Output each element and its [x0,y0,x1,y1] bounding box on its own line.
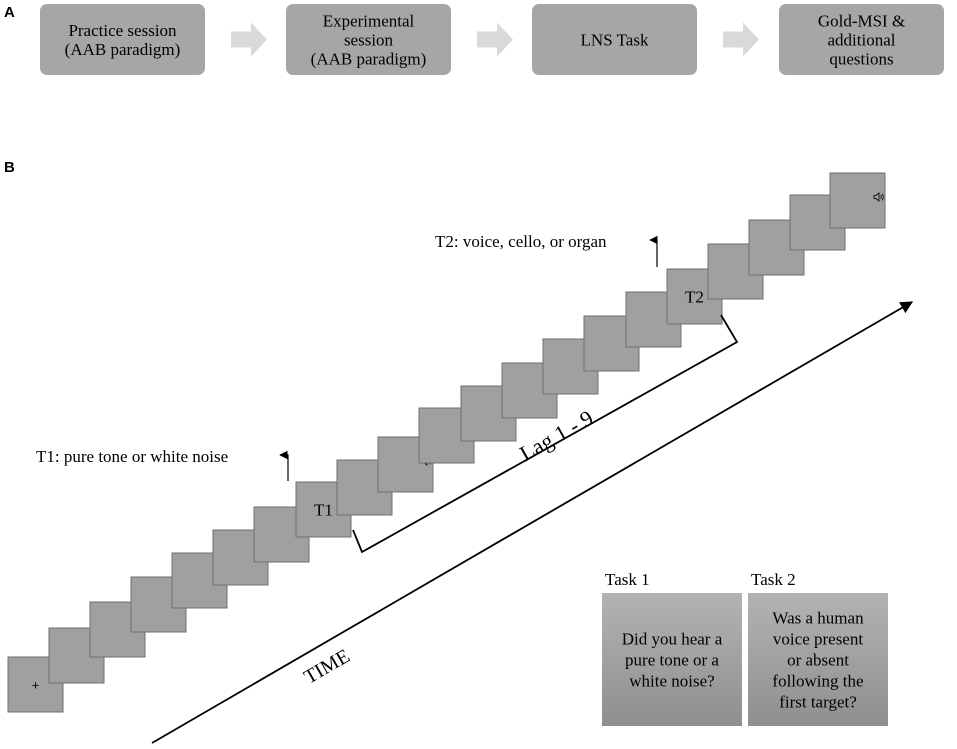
task-question-line: Was a human [772,609,864,628]
flow-arrow [723,22,759,57]
task-question-line: pure tone or a [625,651,719,670]
task-box [748,593,888,726]
task-question-line: Did you hear a [622,630,723,649]
flow-step-text: Experimental [323,12,415,31]
task-title: Task 1 [605,570,650,589]
flow-step-text: additional [828,31,896,50]
flow-step-1: Practice session(AAB paradigm) [40,4,205,75]
flow-step-box [779,4,944,75]
task-1: Task 1 Did you hear a pure tone or a white … [602,570,742,726]
task-question-line: white noise? [629,672,714,691]
t1-callout-line [279,450,289,481]
flow-arrow [477,22,513,57]
flow-step-box [286,4,451,75]
t2-annotation: T2: voice, cello, or organ [435,232,607,251]
flow-step-text: Practice session [68,21,177,40]
flow-row: Practice session(AAB paradigm)Experiment… [40,4,944,75]
flow-step-text: (AAB paradigm) [311,50,427,69]
t1-annotation: T1: pure tone or white noise [36,447,228,466]
task-2: Task 2 Was a human voice present or absent f… [748,570,888,726]
fixation-cross: + [32,678,40,693]
flow-step-text: questions [829,50,893,69]
stimulus-frame [829,172,886,229]
flow-step-3: LNS Task [532,4,697,75]
panel-b-label: B [4,159,15,176]
flow-step-box [40,4,205,75]
t2-callout-line [649,235,658,267]
task-title: Task 2 [751,570,796,589]
panel-a-label: A [4,4,15,21]
flow-step-box [532,4,697,75]
task-panels: Task 1 Did you hear a pure tone or a white … [602,570,888,726]
t1-target-label: T1 [314,501,333,520]
time-arrow [151,301,914,744]
flow-step-text: Gold-MSI & [818,12,905,31]
task-box [602,593,742,726]
lag-bracket [352,314,739,554]
flow-step-text: session [344,31,394,50]
task-question-line: first target? [779,693,857,712]
task-question-line: following the [772,672,863,691]
t2-target-label: T2 [685,288,704,307]
flow-arrow [231,22,267,57]
flow-step-text: LNS Task [581,31,649,50]
task-question-line: or absent [787,651,849,670]
flow-step-text: (AAB paradigm) [65,40,181,59]
stimulus-frame-box [829,172,886,229]
task-question-line: voice present [773,630,863,649]
stimulus-sequence: + T1 T2 [7,172,886,713]
